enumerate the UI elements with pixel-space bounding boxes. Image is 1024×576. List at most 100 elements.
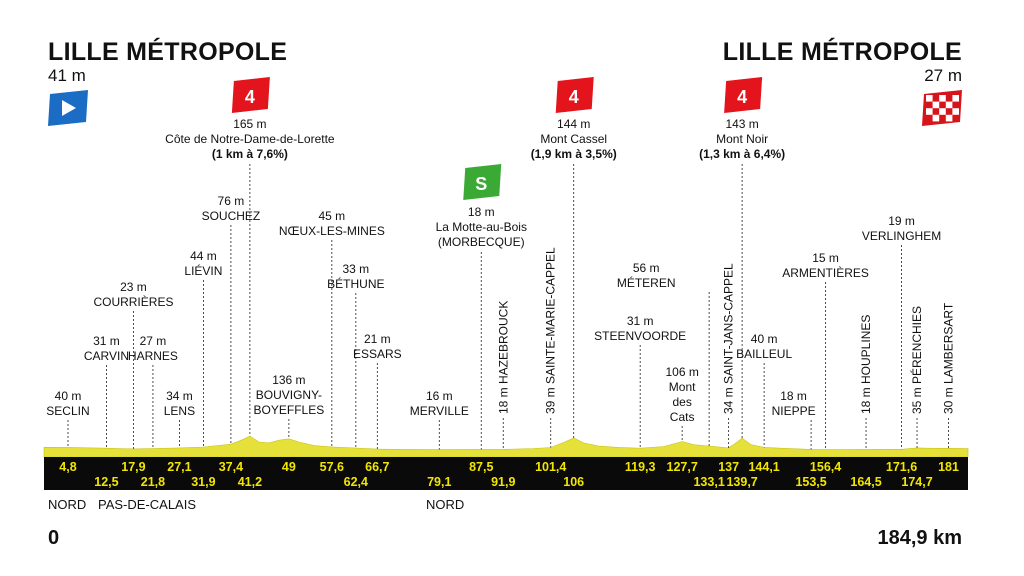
climb-name: Mont Cassel: [540, 132, 607, 146]
start-km: 0: [48, 527, 60, 549]
place-name: BOYEFFLES: [254, 403, 325, 417]
km-marker-label: 144,1: [748, 460, 779, 474]
checker-square: [939, 108, 946, 115]
place-name: COURRIÈRES: [93, 294, 173, 309]
place-label-vertical: 39 m SAINTE-MARIE-CAPPEL: [544, 247, 558, 414]
place-altitude: 136 m: [272, 373, 305, 387]
sprint-badge-shape: [463, 164, 502, 200]
place-altitude: 31 m: [627, 314, 654, 328]
km-marker-label: 91,9: [491, 475, 515, 489]
km-marker-label: 79,1: [427, 475, 451, 489]
place-label-vertical: 35 m PÉRENCHIES: [909, 306, 924, 414]
place-altitude: 21 m: [364, 332, 391, 346]
place-name: CARVIN: [84, 349, 129, 363]
climb-category: 4: [569, 87, 579, 107]
place-name: HARNES: [128, 349, 178, 363]
place-altitude: 106 m: [665, 365, 698, 379]
km-marker-label: 17,9: [121, 460, 145, 474]
km-marker-label: 41,2: [238, 475, 262, 489]
place-name: NIEPPE: [772, 404, 816, 418]
place-name: 18 m HOUPLINES: [859, 315, 873, 414]
place-name: ESSARS: [353, 347, 402, 361]
place-altitude: 27 m: [140, 334, 167, 348]
km-marker-label: 62,4: [344, 475, 368, 489]
km-marker-label: 133,1: [693, 475, 724, 489]
place-name: 30 m LAMBERSART: [942, 302, 956, 414]
place-altitude: 19 m: [888, 214, 915, 228]
place-name: Cats: [670, 410, 695, 424]
km-marker-label: 164,5: [850, 475, 881, 489]
climb-altitude: 143 m: [725, 117, 758, 131]
place-name: 18 m HAZEBROUCK: [496, 301, 510, 414]
sprint-letter: S: [475, 174, 487, 194]
region-label: NORD: [48, 497, 87, 512]
place-altitude: 31 m: [93, 334, 120, 348]
place-name: BAILLEUL: [736, 347, 792, 361]
km-marker-label: 106: [563, 475, 584, 489]
km-marker-label: 12,5: [94, 475, 118, 489]
sprint-name: La Motte-au-Bois: [436, 220, 527, 234]
place-name: MERVILLE: [410, 404, 469, 418]
checker-square: [932, 101, 940, 109]
place-altitude: 40 m: [55, 389, 82, 403]
km-marker-label: 153,5: [795, 475, 826, 489]
climb-category-badge-icon: 4: [724, 77, 763, 113]
place-name: MÉTEREN: [617, 275, 676, 290]
intermediate-sprint-icon: S: [463, 164, 502, 200]
climb-badge-shape: [231, 77, 270, 113]
climb-category-badge-icon: 4: [231, 77, 270, 113]
place-altitude: 15 m: [812, 251, 839, 265]
km-marker-label: 156,4: [810, 460, 841, 474]
place-altitude: 16 m: [426, 389, 453, 403]
checker-square: [945, 101, 953, 109]
checker-square: [939, 95, 946, 102]
total-distance: 184,9 km: [877, 527, 962, 549]
place-name: 34 m SAINT-JANS-CAPPEL: [722, 263, 736, 414]
km-marker-label: 66,7: [365, 460, 389, 474]
km-marker-label: 4,8: [59, 460, 76, 474]
region-label: PAS-DE-CALAIS: [98, 497, 197, 512]
checkered-flag-icon: [922, 90, 962, 126]
place-name: SECLIN: [46, 404, 89, 418]
climb-name: Côte de Notre-Dame-de-Lorette: [165, 132, 335, 146]
km-marker-label: 127,7: [667, 460, 698, 474]
place-altitude: 44 m: [190, 249, 217, 263]
km-band: [44, 457, 968, 490]
climb-category: 4: [737, 87, 747, 107]
place-name: LIÉVIN: [184, 263, 222, 278]
climb-altitude: 165 m: [233, 117, 266, 131]
climb-category: 4: [245, 87, 255, 107]
start-flag-icon: [48, 90, 88, 126]
region-label: NORD: [426, 497, 465, 512]
climb-altitude: 144 m: [557, 117, 590, 131]
climb-badge-shape: [724, 77, 763, 113]
place-label-vertical: 18 m HOUPLINES: [859, 315, 873, 414]
km-marker-label: 21,8: [141, 475, 165, 489]
km-marker-label: 137: [718, 460, 739, 474]
km-marker-label: 57,6: [320, 460, 344, 474]
checker-square: [932, 114, 940, 122]
km-marker-label: 37,4: [219, 460, 243, 474]
place-altitude: 18 m: [780, 389, 807, 403]
place-name: BÉTHUNE: [327, 276, 384, 291]
place-name: 35 m PÉRENCHIES: [909, 306, 924, 414]
climb-detail: (1 km à 7,6%): [212, 147, 288, 161]
place-label-vertical: 30 m LAMBERSART: [942, 302, 956, 414]
km-marker-label: 31,9: [191, 475, 215, 489]
place-name: LENS: [164, 404, 195, 418]
place-label-vertical: 18 m HAZEBROUCK: [496, 301, 510, 414]
checker-square: [945, 114, 953, 122]
place-altitude: 23 m: [120, 280, 147, 294]
km-marker-label: 49: [282, 460, 296, 474]
checker-square: [926, 108, 933, 115]
climb-badge-shape: [555, 77, 594, 113]
place-name: STEENVOORDE: [594, 329, 686, 343]
place-altitude: 33 m: [342, 262, 369, 276]
place-name: BOUVIGNY-: [256, 388, 322, 402]
climb-name: Mont Noir: [716, 132, 768, 146]
place-label-vertical: 34 m SAINT-JANS-CAPPEL: [722, 263, 736, 414]
sprint-altitude: 18 m: [468, 205, 495, 219]
place-altitude: 76 m: [218, 194, 245, 208]
